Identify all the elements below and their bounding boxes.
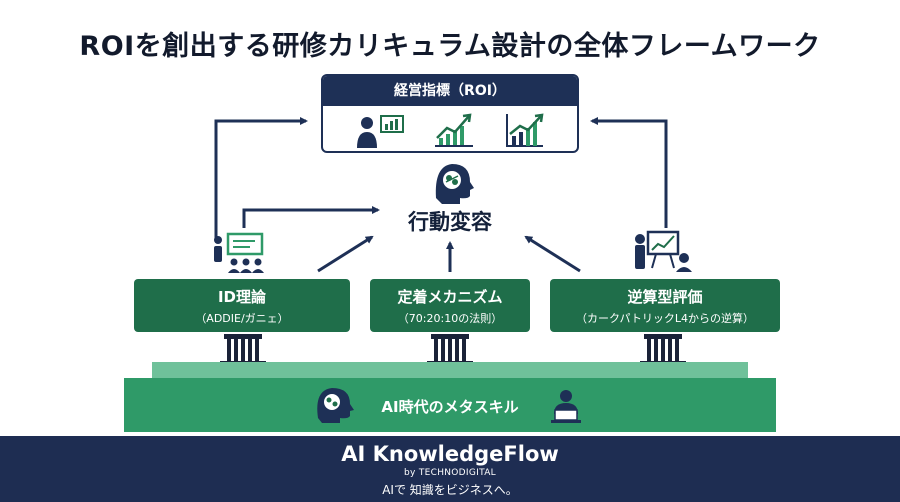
pillar-subtitle: （カークパトリックL4からの逆算） xyxy=(576,311,754,325)
pillar-subtitle: （ADDIE/ガニェ） xyxy=(195,311,289,325)
arrow-left-to-roi xyxy=(214,117,308,240)
pillar-retention: 定着メカニズム （70:20:10の法則） xyxy=(370,279,530,332)
pillar-title: ID理論 xyxy=(217,287,267,306)
pillar-subtitle: （70:20:10の法則） xyxy=(397,311,503,325)
arrow-right-to-roi xyxy=(590,117,668,228)
foundation-label: AI時代のメタスキル xyxy=(381,398,519,416)
platform-top xyxy=(152,362,748,378)
growth-bar-chart-icon xyxy=(506,113,544,147)
footer-banner: AI KnowledgeFlow by TECHNODIGITAL AIで 知識… xyxy=(0,436,900,502)
pillar-title: 定着メカニズム xyxy=(397,287,503,306)
footer-tagline: AIで 知識をビジネスへ。 xyxy=(382,483,518,497)
presenter-chart-icon xyxy=(357,115,404,148)
roi-header: 経営指標（ROI） xyxy=(323,76,577,106)
footer-by: by TECHNODIGITAL xyxy=(404,468,496,478)
page-title: ROIを創出する研修カリキュラム設計の全体フレームワーク xyxy=(79,31,821,62)
roi-box: 経営指標（ROI） xyxy=(321,74,579,153)
footer-brand: AI KnowledgeFlow xyxy=(341,442,559,466)
growth-line-chart-icon xyxy=(435,113,473,147)
pillar-reverse-evaluation: 逆算型評価 （カークパトリックL4からの逆算） xyxy=(550,279,780,332)
behavior-label: 行動変容 xyxy=(408,210,492,234)
arrow-left-to-behavior xyxy=(242,206,380,228)
arrow-rev-to-behavior xyxy=(524,235,581,273)
pillar-id-theory: ID理論 （ADDIE/ガニェ） xyxy=(134,279,350,332)
pillar-title: 逆算型評価 xyxy=(627,287,703,306)
arrow-id-to-behavior xyxy=(317,235,374,273)
foundation-platform xyxy=(124,378,776,432)
